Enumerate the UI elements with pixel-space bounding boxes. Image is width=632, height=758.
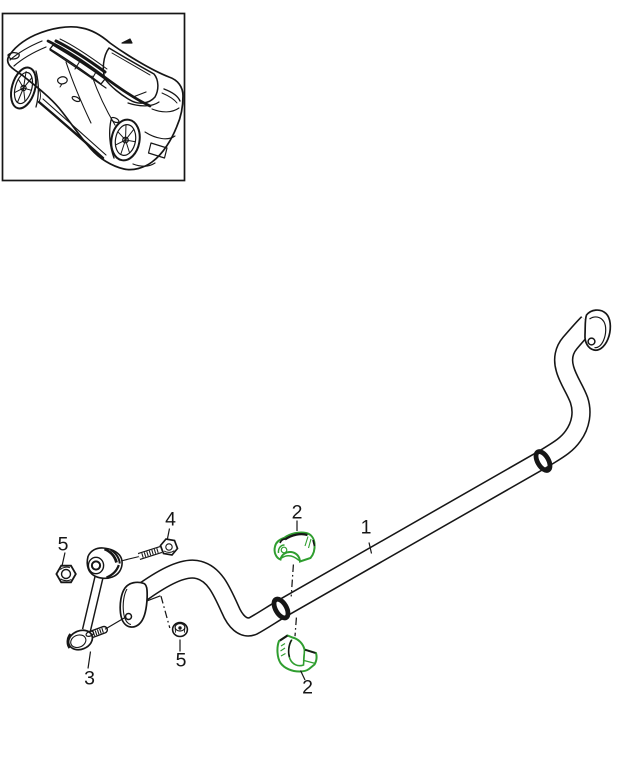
side-mirror [57, 76, 68, 85]
bar-collar-left [271, 596, 291, 621]
clamp-lower-highlight[interactable] [276, 634, 318, 673]
vehicle-thumbnail[interactable] [1, 12, 186, 182]
axis-lines [147, 564, 298, 637]
bolt[interactable] [122, 538, 179, 562]
link-bushing [86, 547, 123, 580]
nut-lower[interactable] [171, 621, 189, 638]
callout-5-nut-lower[interactable]: 5 [175, 648, 187, 671]
stabilizer-bar[interactable] [119, 309, 612, 637]
callout-2-clamp-lower[interactable]: 2 [302, 676, 313, 699]
leader-line [122, 556, 139, 562]
callout-4-bolt[interactable]: 4 [165, 508, 176, 531]
bar-link-bracket [119, 581, 149, 628]
bolt-threads [141, 548, 159, 558]
nut-upper[interactable] [55, 564, 77, 584]
bushing-upper-highlight[interactable] [273, 531, 316, 563]
callout-3-stabilizer-link[interactable]: 3 [84, 666, 95, 689]
leader-line [104, 616, 127, 630]
rear-wheel [110, 118, 141, 162]
headlight [7, 51, 20, 60]
stud-threads [92, 627, 104, 637]
door-handle [110, 116, 120, 124]
callout-leaders [61, 520, 373, 681]
antenna-fin [121, 38, 133, 44]
bar-collar-right [533, 449, 553, 473]
front-wheel [10, 66, 37, 110]
panamera-line-drawing [6, 25, 184, 171]
stabilizer-link[interactable] [66, 547, 127, 653]
license-plate [147, 142, 168, 159]
callout-1-stabilizer-bar[interactable]: 1 [360, 516, 372, 539]
bar-end-eyelet [584, 309, 612, 352]
callout-5-nut-upper[interactable]: 5 [57, 532, 69, 555]
callout-2-bushing-upper[interactable]: 2 [291, 501, 303, 524]
taillight [163, 88, 181, 102]
ball-joint [66, 629, 95, 651]
door-handle [71, 95, 81, 103]
